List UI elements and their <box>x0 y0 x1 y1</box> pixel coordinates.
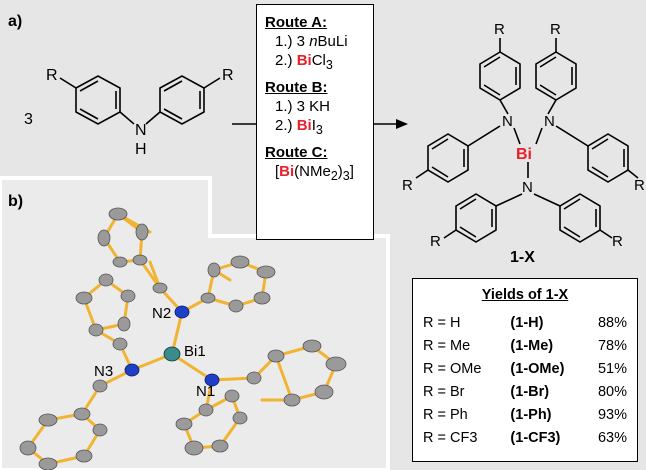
product-r-bottom-left: R <box>430 233 441 250</box>
crystal-structure <box>19 207 347 470</box>
route-c-step-1: [Bi(NMe2)3] <box>275 163 354 183</box>
yields-table: Yields of 1-X R = H(1-H)88% R = Me(1-Me)… <box>412 278 638 462</box>
n1-atom <box>204 373 220 387</box>
reactant-coefficient: 3 <box>24 111 33 128</box>
yield-row: R = Br(1-Br)80% <box>423 383 627 400</box>
yield-row: R = CF3(1-CF3)63% <box>423 429 627 446</box>
route-a-heading: Route A: <box>265 14 327 31</box>
product-n-left: N <box>502 113 513 130</box>
reaction-arrow <box>232 119 408 129</box>
product-n-bottom: N <box>522 179 533 196</box>
routes-box: Route A: 1.) 3 nBuLi 2.) BiCl3 Route B: … <box>256 4 374 240</box>
route-b-step-1: 1.) 3 KH <box>275 98 331 115</box>
n2-atom <box>174 305 190 319</box>
crystal-label-n3: N3 <box>94 363 113 380</box>
route-b-heading: Route B: <box>265 79 328 96</box>
reactant-h-atom: H <box>135 141 147 158</box>
route-b-step-2: 2.) BiI3 <box>275 117 323 137</box>
yield-row: R = Me(1-Me)78% <box>423 337 627 354</box>
crystal-label-n2: N2 <box>152 305 171 322</box>
crystal-label-bi1: Bi1 <box>184 343 206 360</box>
product-r-top-right: R <box>550 21 561 38</box>
route-a-step-1: 1.) 3 nBuLi <box>275 33 348 50</box>
product-r-left: R <box>402 177 413 194</box>
product-label: 1-X <box>510 249 535 266</box>
crystal-label-n1: N1 <box>196 383 215 400</box>
yield-row: R = OMe(1-OMe)51% <box>423 360 627 377</box>
diarylamine-structure <box>59 75 221 125</box>
panel-b-label: b) <box>8 193 23 210</box>
yield-row: R = H(1-H)88% <box>423 314 627 331</box>
product-r-right: R <box>634 177 645 194</box>
product-r-top-left: R <box>494 21 505 38</box>
n3-atom <box>124 363 140 377</box>
product-bi-atom: Bi <box>516 146 532 163</box>
reactant-n-atom: N <box>135 122 147 139</box>
product-structure <box>415 38 639 243</box>
reactant-r-right: R <box>222 67 234 84</box>
bi-atom <box>163 346 181 362</box>
product-n-right: N <box>544 113 555 130</box>
product-r-bottom-right: R <box>612 233 623 250</box>
reactant-r-left: R <box>46 67 58 84</box>
yields-title: Yields of 1-X <box>481 287 569 303</box>
panel-a-label: a) <box>8 13 22 30</box>
yield-row: R = Ph(1-Ph)93% <box>423 406 627 423</box>
route-a-step-2: 2.) BiCl3 <box>275 52 333 72</box>
route-c-heading: Route C: <box>265 144 328 161</box>
